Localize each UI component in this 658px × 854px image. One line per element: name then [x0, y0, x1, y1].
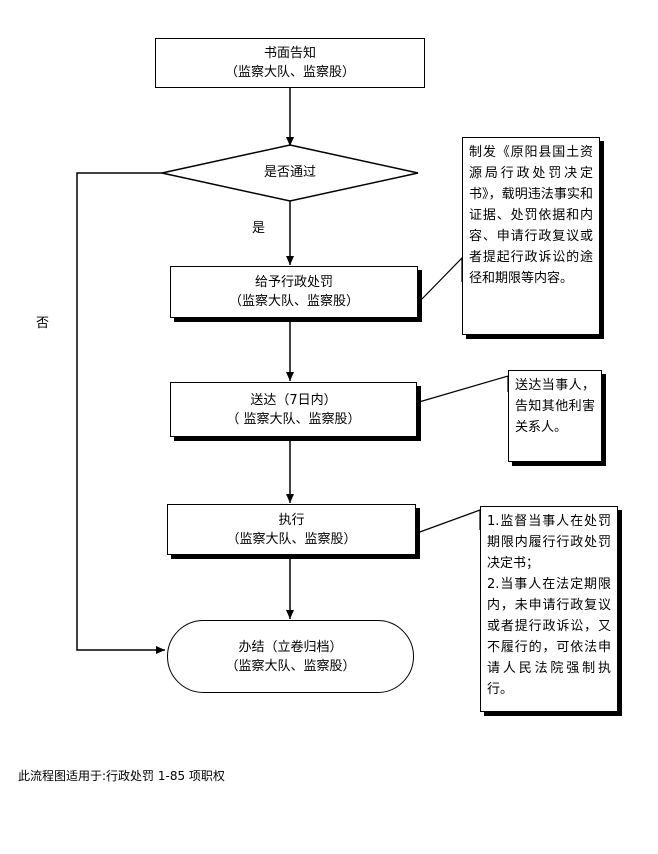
notify-title: 书面告知	[263, 46, 316, 61]
notify-box: 书面告知 （监察大队、监察股）	[155, 38, 425, 88]
callout-deliver	[418, 375, 509, 403]
penalty-box: 给予行政处罚 （监察大队、监察股）	[170, 266, 418, 318]
deliver-note: 送达当事人，告知其他利害关系人。	[508, 370, 602, 462]
penalty-title: 给予行政处罚	[254, 275, 333, 290]
deliver-title: 送达（7日内）	[250, 392, 337, 408]
execute-title: 执行	[278, 512, 305, 528]
penalty-note: 制发《原阳县国土资源局行政处罚决定书》，载明违法事实和证据、处罚依据和内容、申请…	[462, 137, 600, 335]
deliver-department: （ 监察大队、监察股）	[226, 411, 361, 427]
yes-label: 是	[252, 221, 266, 236]
notify-department: （监察大队、监察股）	[224, 65, 355, 80]
close-title: 办结（立卷归档）	[238, 639, 343, 655]
execute-department: （监察大队、监察股）	[226, 531, 357, 547]
execute-note-item-2: 2.当事人在法定期限内，未申请行政复议或者提行政诉讼，又不履行的，可依法申请人民…	[487, 577, 611, 697]
no-label: 否	[36, 316, 50, 331]
decision-label: 是否通过	[263, 165, 316, 180]
close-department: （监察大队、监察股）	[225, 658, 356, 674]
execute-note-item-1: 1.监督当事人在处罚期限内履行行政处罚决定书；	[487, 514, 611, 571]
close-terminal: 办结（立卷归档） （监察大队、监察股）	[167, 620, 414, 693]
execute-note: 1.监督当事人在处罚期限内履行行政处罚决定书； 2.当事人在法定期限内，未申请行…	[480, 506, 618, 712]
deliver-box: 送达（7日内） （ 监察大队、监察股）	[170, 382, 417, 437]
callout-execute	[416, 509, 481, 534]
arrow-no-branch	[76, 172, 165, 654]
penalty-department: （监察大队、监察股）	[228, 294, 359, 309]
execute-box: 执行 （监察大队、监察股）	[167, 504, 416, 555]
callout-penalty	[418, 256, 463, 303]
footnote: 此流程图适用于:行政处罚 1-85 项职权	[18, 769, 225, 783]
